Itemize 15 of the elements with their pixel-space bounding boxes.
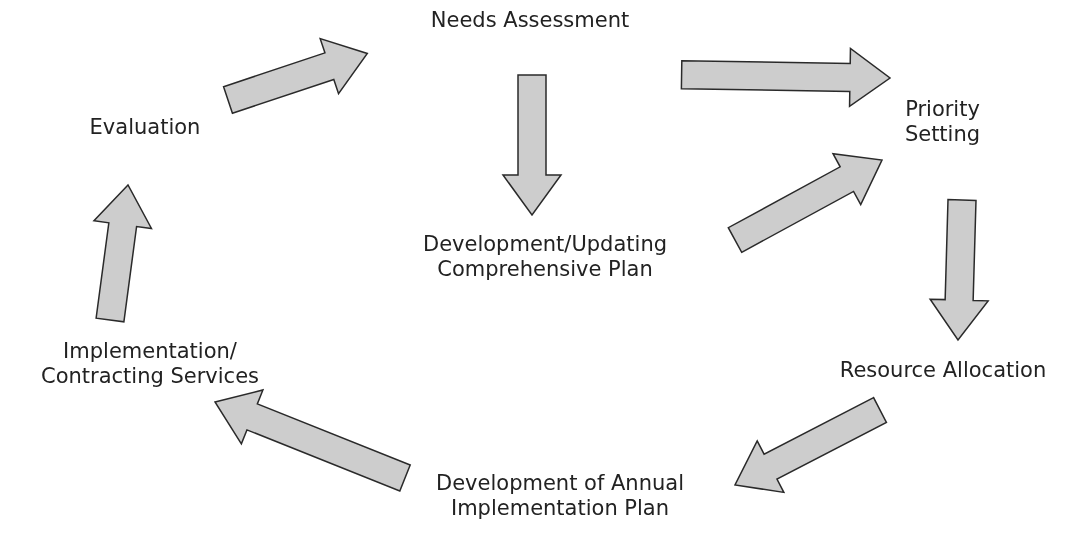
- step-label: Development of Annual Implementation Plan: [435, 470, 685, 522]
- block-arrow: [92, 183, 153, 323]
- block-arrow: [680, 46, 892, 108]
- block-arrow: [928, 198, 990, 342]
- step-label: Development/Updating Comprehensive Plan: [421, 231, 669, 283]
- step-label: Needs Assessment: [430, 8, 630, 34]
- block-arrow: [213, 388, 412, 492]
- step-label: Implementation/ Contracting Services: [39, 338, 260, 390]
- step-label: Evaluation: [89, 115, 201, 141]
- block-arrow: [501, 74, 563, 217]
- block-arrow: [733, 396, 888, 494]
- block-arrow: [222, 37, 369, 115]
- block-arrow: [727, 152, 884, 254]
- step-label: Resource Allocation: [839, 358, 1047, 384]
- step-label: Priority Setting: [903, 96, 982, 148]
